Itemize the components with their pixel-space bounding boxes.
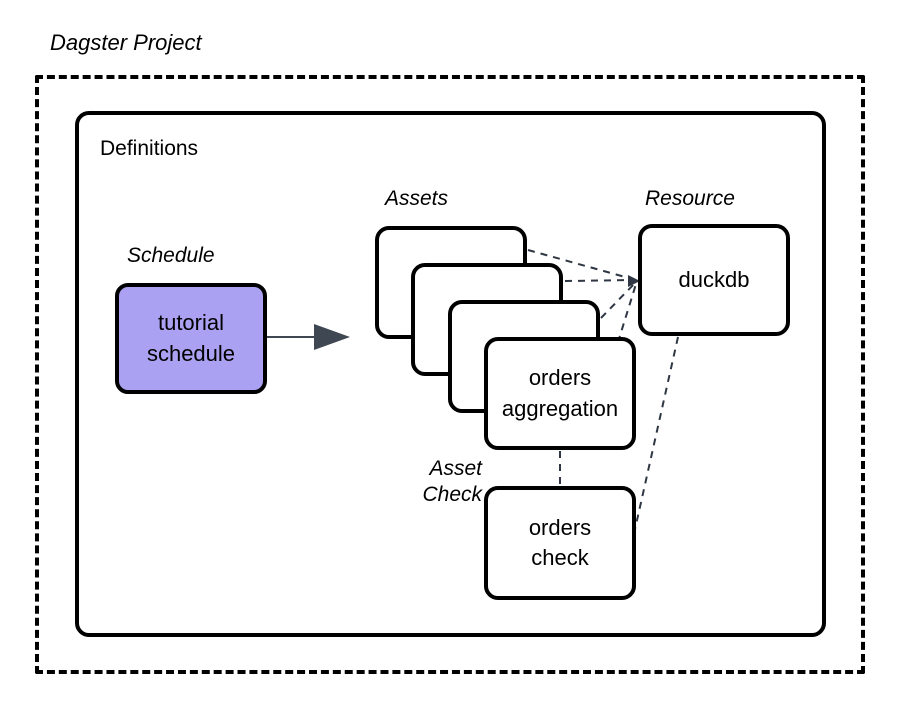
node-tutorial-schedule[interactable]: tutorial schedule <box>115 283 267 394</box>
resource-group-label: Resource <box>645 187 735 210</box>
node-duckdb[interactable]: duckdb <box>638 224 790 336</box>
node-orders-check[interactable]: orders check <box>484 486 636 600</box>
project-title: Dagster Project <box>50 30 202 55</box>
dagster-project-boundary <box>35 75 865 674</box>
node-tutorial-schedule-label: tutorial schedule <box>146 310 236 366</box>
node-orders-check-label: orders check <box>528 514 592 570</box>
schedule-group-label: Schedule <box>127 244 215 267</box>
assets-group-label: Assets <box>385 187 449 210</box>
node-orders-aggregation-label: orders aggregation <box>501 365 619 421</box>
definitions-label: Definitions <box>100 137 199 160</box>
node-orders-aggregation[interactable]: orders aggregation <box>484 337 636 450</box>
node-duckdb-label: duckdb <box>678 266 750 292</box>
asset-check-group-label: Asset Check <box>422 457 482 506</box>
